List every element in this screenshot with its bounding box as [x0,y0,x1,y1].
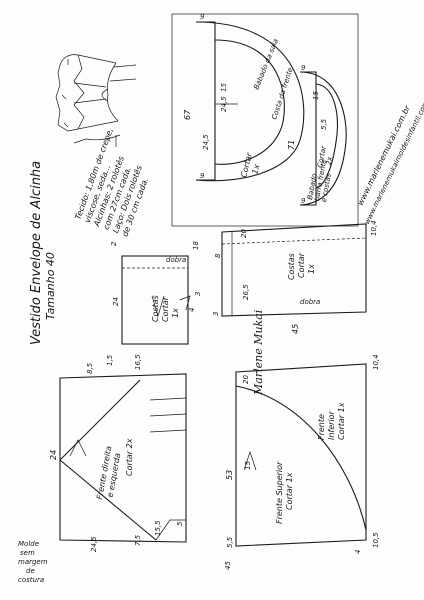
svg-text:53: 53 [225,470,234,480]
svg-text:Molde: Molde [18,540,39,548]
svg-text:Costas: Costas [287,253,296,280]
svg-text:2x: 2x [325,155,335,166]
svg-text:sem: sem [20,549,35,557]
svg-text:Cortar 1x: Cortar 1x [285,472,294,510]
svg-text:9: 9 [301,197,306,205]
svg-text:Frente Superior: Frente Superior [275,461,284,524]
signature: Marlene Mukai [252,310,265,396]
svg-text:Costas: Costas [151,295,160,322]
svg-text:24,5: 24,5 [90,536,98,552]
svg-text:8: 8 [214,253,222,258]
materials-notes: Tecido: 1,80m de crepe, viscose, seda...… [73,127,150,238]
svg-text:Cortar: Cortar [316,144,328,168]
title-line1: Vestido Envelope de Alcinha [29,161,44,345]
svg-text:15: 15 [312,91,320,100]
svg-text:1x: 1x [171,308,180,318]
svg-text:15,5: 15,5 [154,520,162,536]
svg-text:3: 3 [212,312,220,316]
svg-text:71: 71 [287,140,296,150]
svg-text:9: 9 [200,13,205,21]
svg-text:10,4: 10,4 [370,220,378,236]
dress-illustration [55,54,137,147]
svg-text:45: 45 [224,561,232,570]
svg-text:1,5: 1,5 [106,354,114,366]
svg-text:Cortar 2x: Cortar 2x [125,438,134,476]
piece-frente: 24 8,5 1,5 16,5 24,5 7,5 15,5 5 Frente d… [49,354,187,552]
svg-text:dobra: dobra [166,256,186,264]
svg-text:1x: 1x [250,163,261,175]
svg-text:67: 67 [183,109,192,120]
svg-text:16,5: 16,5 [134,354,142,370]
svg-text:15: 15 [220,83,228,92]
svg-text:dobra: dobra [300,298,320,306]
svg-text:24: 24 [112,297,120,306]
svg-text:Cortar: Cortar [161,296,170,322]
svg-text:9: 9 [200,172,205,180]
svg-text:Cortar: Cortar [297,252,306,278]
svg-text:18: 18 [192,241,200,250]
svg-text:10,4: 10,4 [372,354,380,370]
svg-text:20: 20 [242,375,250,384]
svg-text:Cortar 1x: Cortar 1x [337,402,346,440]
svg-text:4: 4 [354,550,362,554]
svg-text:10,5: 10,5 [372,532,380,548]
margin-note: Molde sem margem de costura [18,540,48,584]
svg-text:5,5: 5,5 [320,118,328,130]
svg-text:5,5: 5,5 [226,536,234,548]
svg-text:7,5: 7,5 [134,534,142,546]
svg-text:Costa da frente: Costa da frente [270,67,294,121]
piece-costas-saia: dobra 8 3 26,5 20 45 10,4 Costas Cortar … [212,220,378,334]
title-line2: Tamanho 40 [44,252,57,320]
svg-text:9: 9 [301,64,306,72]
svg-text:20: 20 [240,229,248,238]
svg-text:24,5: 24,5 [202,134,210,150]
svg-text:45: 45 [291,324,300,334]
svg-text:1x: 1x [307,264,316,274]
svg-text:Inferior: Inferior [327,410,336,440]
svg-text:costura: costura [18,576,44,584]
svg-text:2: 2 [110,241,118,246]
svg-text:5: 5 [176,521,184,526]
svg-text:15: 15 [244,461,252,470]
svg-text:4: 4 [188,308,196,312]
website-block: www.marlenemukai.com.br www.marlenemukai… [356,90,424,226]
title-block: Vestido Envelope de Alcinha Tamanho 40 [29,161,57,345]
svg-text:Marlene Mukai: Marlene Mukai [252,310,265,396]
website-line2: www.marlenemukaimoldesinfantil.com.br [363,90,424,226]
svg-text:Frente: Frente [317,414,326,440]
piece-frente-saia: 53 45 15 5,5 20 10,4 4 10,5 Frente Infer… [224,354,380,570]
piece-babado-saia: 9 9 67 24,5 24,5 15 Cortar 1x Babado da … [171,13,359,227]
piece-babado-barra: 9 9 71 5,5 15 Cortar 2x Babado barra fre… [287,64,347,206]
svg-text:24: 24 [49,450,58,460]
svg-text:de: de [26,567,35,575]
piece-costas-top: dobra 2 3 18 24 4 Costas Cortar 1x [110,241,202,345]
svg-text:margem: margem [18,558,48,566]
svg-text:8,5: 8,5 [86,362,94,374]
svg-text:3: 3 [194,292,202,296]
svg-text:Babado da saia: Babado da saia [252,38,280,91]
svg-text:26,5: 26,5 [242,284,250,300]
svg-text:24,5: 24,5 [220,96,228,112]
